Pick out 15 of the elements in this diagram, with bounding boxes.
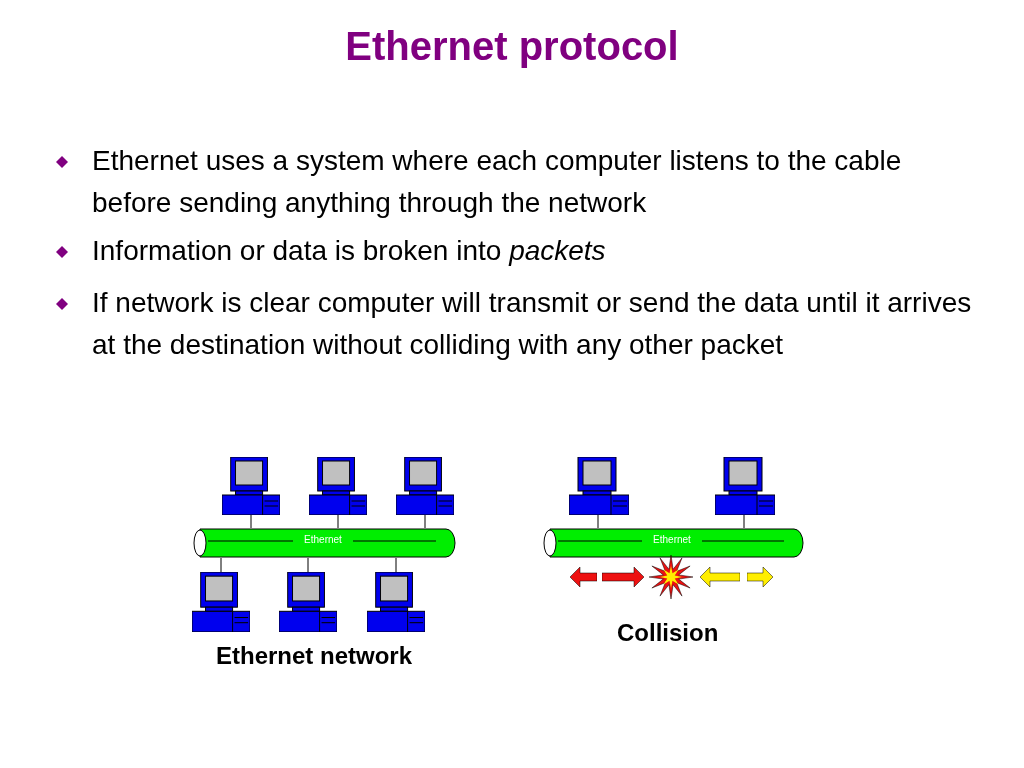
figure-caption: Ethernet network (216, 642, 413, 670)
connector-line (597, 514, 599, 529)
connector-line (250, 514, 252, 529)
connector-line (743, 514, 745, 529)
connector-line (395, 557, 397, 573)
connector-line (220, 557, 222, 573)
bullet-text: Information or data is broken into packets (92, 234, 607, 268)
figure-caption: Collision (617, 619, 719, 647)
connector-line (424, 514, 426, 529)
bullet-text: If network is clear computer will transmit or send the data until it arrives at the destination without colliding with any other packet (92, 286, 972, 362)
cable-label: Ethernet (652, 534, 692, 545)
connector-line (337, 514, 339, 529)
connector-line (307, 557, 309, 573)
cable-label: Ethernet (303, 534, 343, 545)
slide-title: Ethernet protocol (344, 24, 680, 69)
